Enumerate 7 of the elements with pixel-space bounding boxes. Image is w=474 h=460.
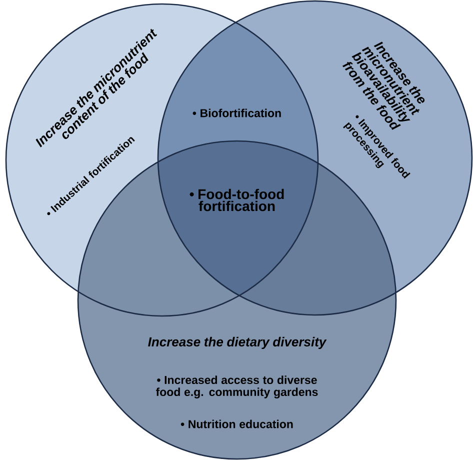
- bullet-text: • Increased access to diverse food e.g. community gardens: [156, 376, 318, 398]
- circle-heading: Increase the dietary diversity: [148, 336, 327, 350]
- bullet-text: • Nutrition education: [180, 420, 293, 428]
- venn-circle: [5, 3, 319, 317]
- venn-circle: [157, 0, 473, 316]
- overlap-label: • Biofortification: [192, 108, 281, 118]
- overlap-label: • Food-to-food fortification: [190, 188, 284, 212]
